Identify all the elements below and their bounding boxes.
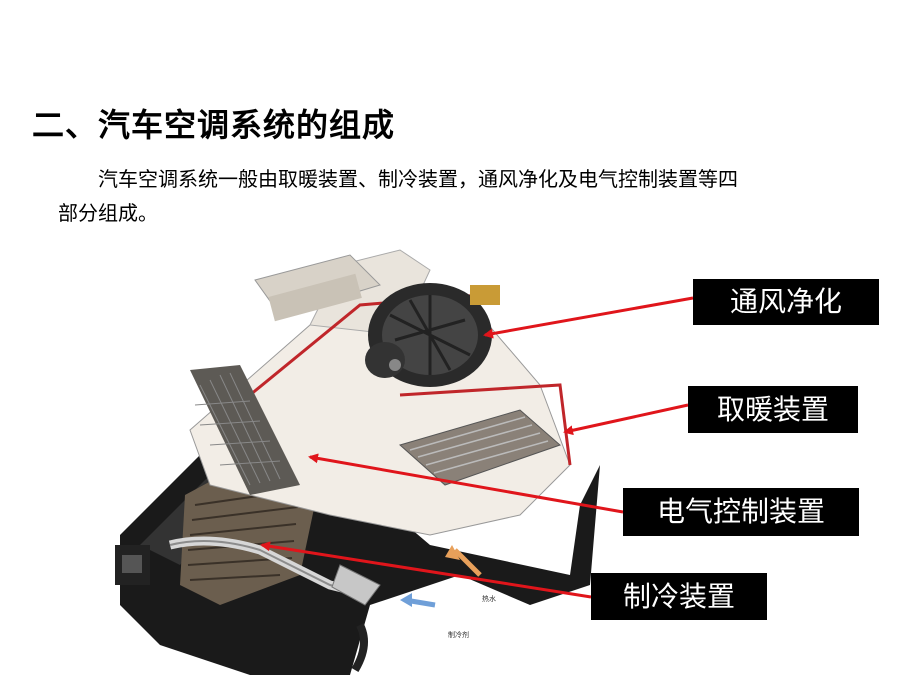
label-electrical-control: 电气控制装置 [623,488,859,536]
label-heating: 取暖装置 [688,386,858,433]
small-label-refrigerant: 制冷剂 [448,631,469,639]
small-label-hot: 热水 [482,595,496,603]
intro-paragraph: 汽车空调系统一般由取暖装置、制冷装置，通风净化及电气控制装置等四 部分组成。 [58,162,848,230]
paragraph-line-2: 部分组成。 [58,201,158,225]
label-cooling: 制冷装置 [591,573,767,620]
paragraph-line-1: 汽车空调系统一般由取暖装置、制冷装置，通风净化及电气控制装置等四 [98,167,738,191]
slide-title: 二、汽车空调系统的组成 [32,106,396,144]
label-ventilation: 通风净化 [693,279,879,325]
